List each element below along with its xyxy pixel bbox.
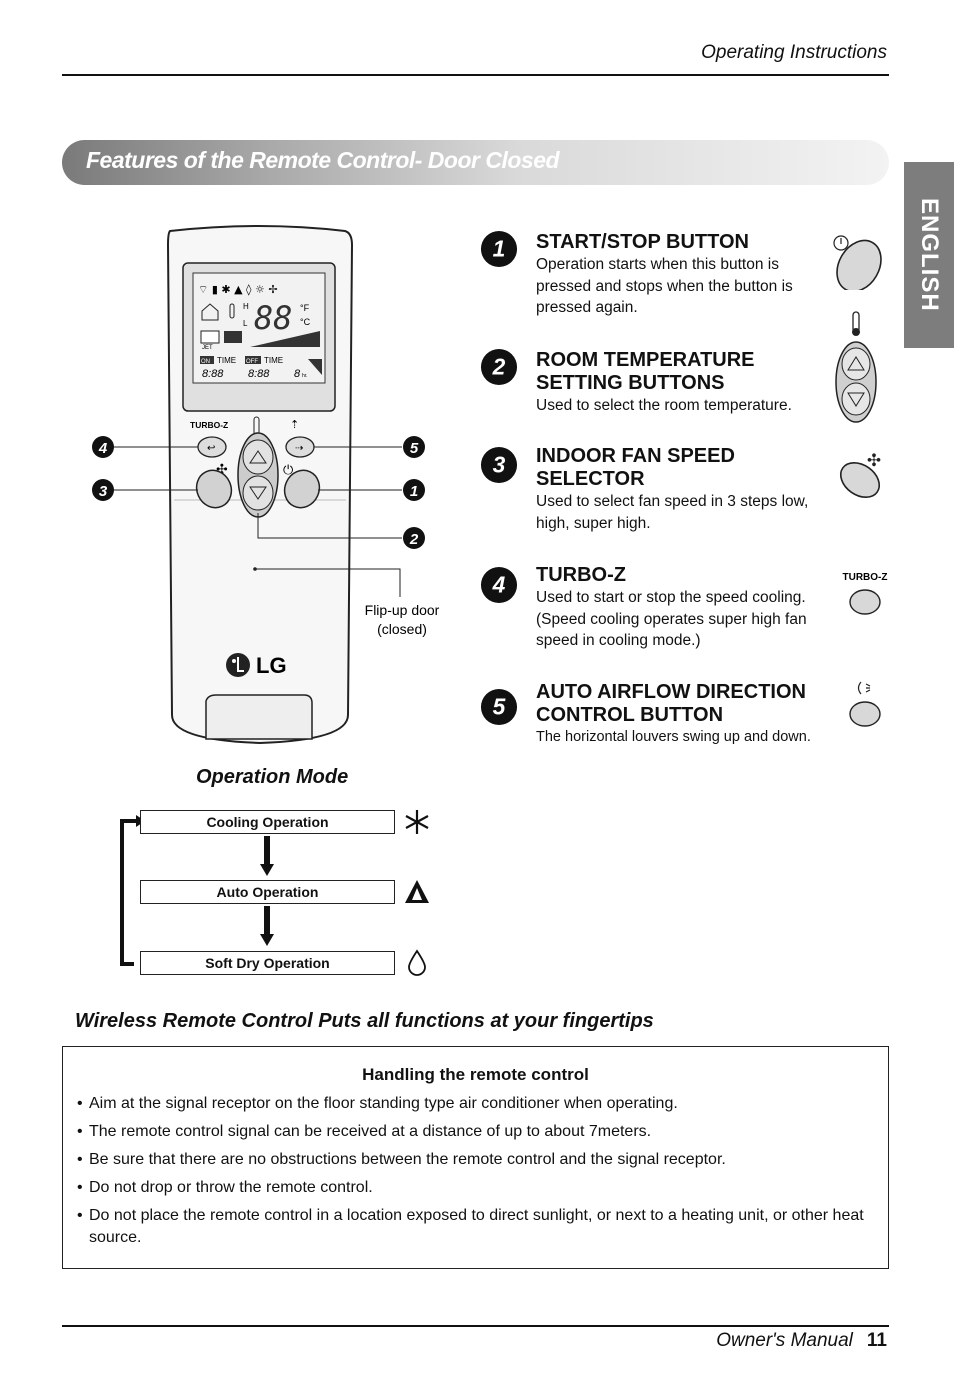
feature-5: 5 (480, 688, 518, 731)
mode-step-cooling: Cooling Operation (140, 810, 395, 834)
display-unit-f: °F (300, 303, 310, 313)
feature-1-title: START/STOP BUTTON (536, 231, 749, 253)
operation-mode-title: Operation Mode (196, 766, 349, 788)
handling-box: Handling the remote control Aim at the s… (62, 1046, 889, 1269)
flip-door-label-1: Flip-up door (365, 602, 440, 618)
display-on-digits: 8:88 (202, 368, 224, 380)
number-badge-2: 2 (480, 348, 518, 386)
feature-2-desc: Used to select the room temperature. (536, 397, 792, 414)
feature-1-desc: Operation starts when this button is pre… (536, 256, 793, 316)
down-arrow-icon (260, 906, 274, 946)
svg-text:4: 4 (98, 440, 108, 457)
section-banner: Features of the Remote Control- Door Clo… (62, 140, 889, 185)
feature-3-desc: Used to select fan speed in 3 steps low,… (536, 493, 809, 532)
fan-icon: ✣ (839, 451, 881, 499)
wireless-section-title: Wireless Remote Control Puts all functio… (75, 1010, 654, 1032)
display-h: H (243, 302, 249, 311)
mode-step-auto: Auto Operation (140, 880, 395, 904)
feature-1: 1 (480, 230, 518, 273)
display-off: OFF (246, 359, 258, 365)
display-jet: JET (202, 345, 213, 351)
handling-list: Aim at the signal receptor on the floor … (77, 1093, 874, 1255)
section-title: Features of the Remote Control- Door Clo… (86, 147, 560, 173)
feature-2: 2 (480, 348, 518, 391)
svg-text:⇡: ⇡ (290, 419, 299, 431)
list-item: Be sure that there are no obstructions b… (77, 1149, 874, 1171)
list-item: The remote control signal can be receive… (77, 1121, 874, 1143)
svg-text:⌔ ▮ ✱ ▲ ◊ ☼ ✢: ⌔ ▮ ✱ ▲ ◊ ☼ ✢ (198, 283, 278, 296)
display-unit-c: °C (300, 317, 311, 327)
callout-4: 4 (92, 436, 114, 458)
turbo-z-label: TURBO-Z (190, 420, 228, 430)
auto-icon (405, 880, 429, 903)
svg-text:↩: ↩ (207, 443, 215, 454)
display-off-time: TIME (264, 356, 283, 365)
display-off-digits: 8:88 (248, 368, 270, 380)
flip-door-label-2: (closed) (377, 621, 427, 637)
handling-title: Handling the remote control (362, 1065, 589, 1084)
svg-text:2: 2 (492, 354, 506, 380)
feature-3-title: INDOOR FAN SPEED SELECTOR (536, 445, 735, 490)
feature-4-title: TURBO-Z (536, 564, 626, 586)
number-badge-3: 3 (480, 446, 518, 484)
svg-text:5: 5 (493, 694, 506, 720)
number-badge-1: 1 (480, 230, 518, 268)
airflow-icon (849, 681, 881, 727)
feature-5-desc: The horizontal louvers swing up and down… (536, 729, 811, 745)
feature-5-title: AUTO AIRFLOW DIRECTION CONTROL BUTTON (536, 681, 806, 726)
list-item: Do not drop or throw the remote control. (77, 1177, 874, 1199)
feature-2-title: ROOM TEMPERATURE SETTING BUTTONS (536, 349, 755, 394)
feature-4: 4 (480, 566, 518, 609)
remote-illustration: ⌔ ▮ ✱ ▲ ◊ ☼ ✢ H L 88 °F °C JET ON TIME 8… (92, 225, 440, 745)
language-tab: ENGLISH (904, 162, 954, 348)
svg-text:3: 3 (493, 452, 506, 478)
list-item: Aim at the signal receptor on the floor … (77, 1093, 874, 1115)
footer-rule (62, 1325, 889, 1327)
language-tab-label: ENGLISH (916, 198, 943, 312)
feature-3: 3 (480, 446, 518, 489)
header-rule (62, 74, 889, 76)
mode-step-soft-dry: Soft Dry Operation (140, 951, 395, 975)
callout-5: 5 (403, 436, 425, 458)
feature-4-desc: Used to start or stop the speed cooling.… (536, 589, 807, 649)
callout-1: 1 (403, 479, 425, 501)
svg-text:3: 3 (99, 483, 108, 500)
svg-text:⇢: ⇢ (295, 443, 303, 454)
display-l: L (243, 319, 248, 328)
display-hr: 8 (294, 368, 301, 380)
svg-text:1: 1 (493, 236, 506, 262)
svg-text:5: 5 (410, 440, 419, 457)
svg-text:1: 1 (410, 483, 418, 500)
snowflake-icon (405, 810, 429, 834)
display-hr-unit: hr. (302, 373, 308, 379)
power-icon (833, 235, 882, 290)
thermometer-icon (835, 311, 877, 423)
svg-text:⏻: ⏻ (283, 462, 293, 477)
callout-3: 3 (92, 479, 114, 501)
footer-label: Owner's Manual (716, 1330, 853, 1351)
display-on-time: TIME (217, 356, 236, 365)
droplet-icon (408, 949, 426, 976)
display-digits: 88 (254, 299, 293, 337)
page-number: 11 (866, 1330, 887, 1351)
svg-text:✣: ✣ (867, 451, 881, 470)
footer: Owner's Manual 11 (716, 1330, 887, 1352)
running-header: Operating Instructions (701, 42, 887, 63)
number-badge-4: 4 (480, 566, 518, 604)
svg-text:4: 4 (492, 572, 506, 598)
number-badge-5: 5 (480, 688, 518, 726)
callout-2: 2 (403, 527, 425, 549)
down-arrow-icon (260, 836, 274, 876)
turbo-icon-label: TURBO-Z (843, 572, 888, 583)
list-item: Do not place the remote control in a loc… (77, 1205, 874, 1249)
lg-brand-text: LG (256, 653, 287, 678)
svg-text:2: 2 (409, 531, 419, 548)
turbo-icon: TURBO-Z (843, 572, 888, 615)
display-on: ON (201, 359, 210, 365)
